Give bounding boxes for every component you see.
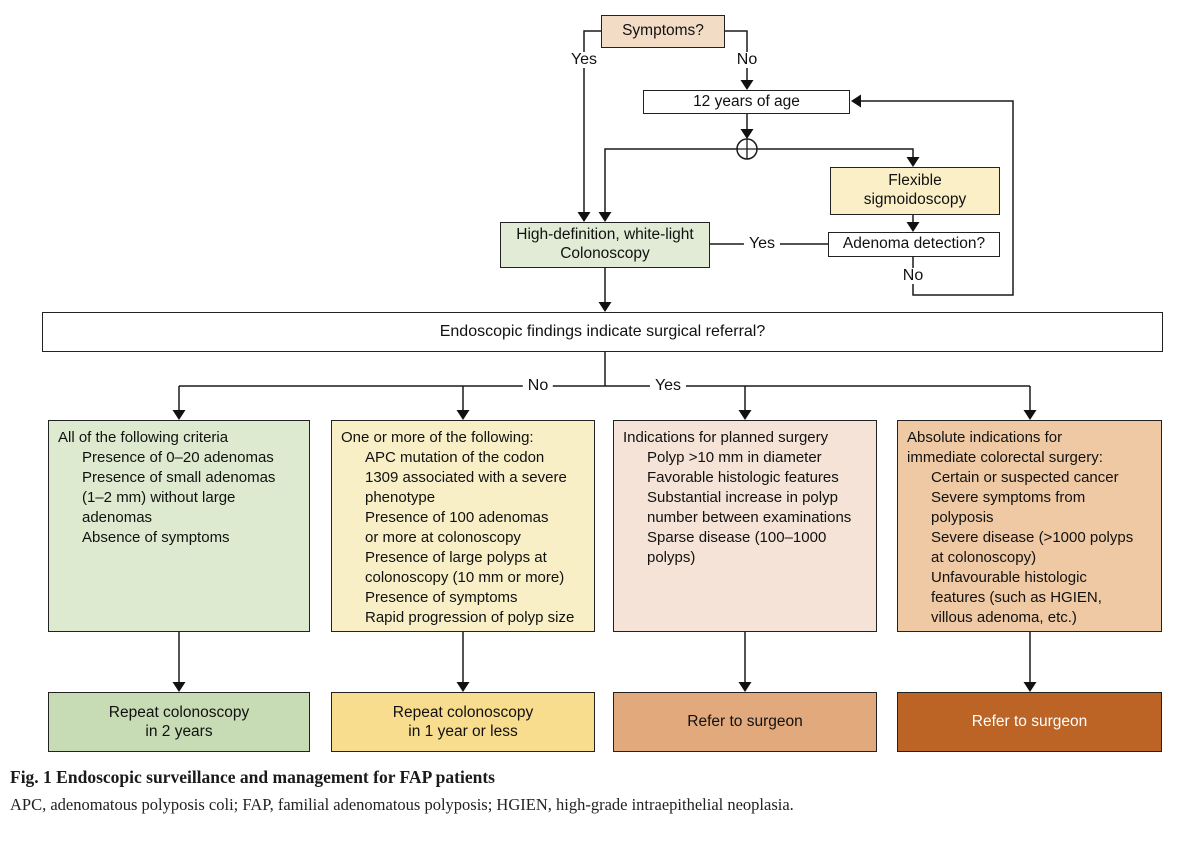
node-symptoms: Symptoms? [601,15,725,48]
criteria-item: Presence of 0–20 adenomas [82,449,274,466]
criteria-item: Severe symptoms from polyposis [931,489,1086,526]
criteria-item: Sparse disease (100–1000 polyps) [647,529,827,566]
criteria-item: Substantial increase in polyp number bet… [647,489,852,526]
criteria-item: Presence of large polyps at colonoscopy … [365,549,565,586]
criteria-item: APC mutation of the codon 1309 associate… [365,449,567,506]
edge-junction-to-sigmoidoscopy [757,148,914,158]
outcome-repeat-2-years: Repeat colonoscopy in 2 years [48,692,310,752]
node-adenoma-detection: Adenoma detection? [828,232,1000,257]
criteria-lead: One or more of the following: [341,429,534,446]
criteria-lead: All of the following criteria [58,429,229,446]
label-symptoms-no: No [731,52,763,68]
arrowheads [172,80,1037,692]
label-symptoms-yes: Yes [565,52,603,68]
outcome-refer-surgeon-planned: Refer to surgeon [613,692,877,752]
criteria-item: Severe disease (>1000 polyps at colonosc… [931,529,1134,566]
node-colonoscopy: High-definition, white-light Colonoscopy [500,222,710,268]
node-flexible-sigmoidoscopy: Flexible sigmoidoscopy [830,167,1000,215]
outcome-repeat-1-year: Repeat colonoscopy in 1 year or less [331,692,595,752]
criteria-item: Presence of 100 adenomas or more at colo… [365,509,549,546]
plus-junction-icon [736,138,758,160]
outcome-refer-surgeon-immediate: Refer to surgeon [897,692,1162,752]
figure-caption-abbreviations: APC, adenomatous polyposis coli; FAP, fa… [10,795,794,814]
criteria-item: Presence of symptoms [365,589,518,606]
node-12-years-of-age: 12 years of age [643,90,850,114]
edge-symptoms-yes [583,30,601,213]
label-referral-yes: Yes [649,378,687,394]
criteria-box-annual: One or more of the following: APC mutati… [331,420,595,632]
criteria-item: Unfavourable histologic features (such a… [931,569,1102,626]
criteria-box-planned-surgery: Indications for planned surgery Polyp >1… [613,420,877,632]
label-adenoma-no: No [897,268,929,284]
criteria-box-surveillance: All of the following criteria Presence o… [48,420,310,632]
criteria-item: Presence of small adenomas (1–2 mm) with… [82,469,276,526]
criteria-item: Favorable histologic features [647,469,839,486]
criteria-item: Certain or suspected cancer [931,469,1119,486]
criteria-lead: Absolute indications for immediate color… [907,429,1103,466]
criteria-lead: Indications for planned surgery [623,429,829,446]
label-referral-no: No [522,378,554,394]
label-adenoma-yes: Yes [743,236,781,252]
figure-caption-title: Fig. 1 Endoscopic surveillance and manag… [10,767,495,787]
edge-junction-to-colonoscopy [604,148,737,213]
criteria-item: Polyp >10 mm in diameter [647,449,822,466]
node-surgical-referral: Endoscopic findings indicate surgical re… [42,312,1163,352]
criteria-item: Absence of symptoms [82,529,230,546]
criteria-item: Rapid progression of polyp size [365,609,575,626]
criteria-box-immediate-surgery: Absolute indications for immediate color… [897,420,1162,632]
